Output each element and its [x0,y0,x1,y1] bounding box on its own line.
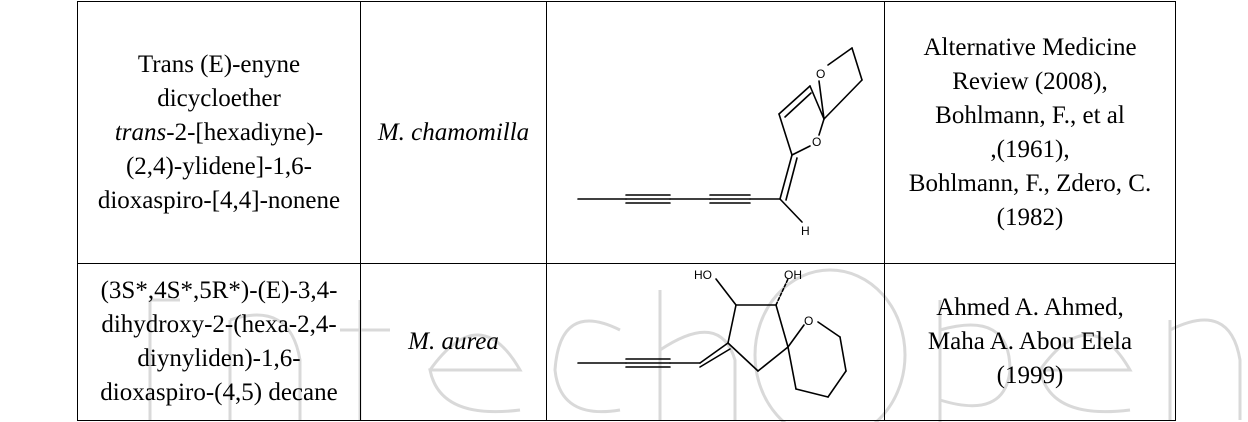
atom-label-hydroxyl: HO [694,268,712,282]
atom-label-hydrogen: H [801,224,810,238]
structure-cell: HO OH O [546,263,885,421]
reference-cell: Alternative Medicine Review (2008), Bohl… [884,1,1176,264]
table-row: (3S*,4S*,5R*)-(E)-3,4- dihydroxy-2-(hexa… [77,263,1176,421]
reference-line: ,(1961), [990,135,1070,163]
reference-line: (1999) [996,362,1064,389]
structure-cell: O O H [546,1,885,264]
reference-line: Bohlmann, F., Zdero, C. [908,169,1152,197]
species-name: M. chamomilla [377,118,530,146]
atom-label-hydroxyl: OH [784,268,802,282]
atom-label-oxygen: O [812,135,821,149]
reference-line: Maha A. Abou Elela [927,328,1133,355]
compound-name-line: dioxaspiro-[4,4]-nonene [97,186,341,214]
reference-line: (1982) [996,203,1064,231]
atom-label-oxygen: O [816,67,825,81]
chemical-structure-spiro-nonene: O O H [576,46,863,238]
compound-name-cell: Trans (E)-enyne dicycloether trans-2-[he… [77,1,361,264]
table-row: Trans (E)-enyne dicycloether trans-2-[he… [77,1,1176,264]
species-name: M. aurea [408,328,499,355]
compound-name-cell: (3S*,4S*,5R*)-(E)-3,4- dihydroxy-2-(hexa… [77,263,361,421]
compound-name-line: Trans (E)-enyne [137,50,301,78]
reference-line: Alternative Medicine [923,33,1137,61]
compound-name-line: dicycloether [157,84,281,112]
species-cell: M. aurea [360,263,547,421]
atom-label-oxygen: O [804,314,813,328]
compounds-table: Trans (E)-enyne dicycloether trans-2-[he… [77,1,1176,421]
reference-cell: Ahmed A. Ahmed, Maha A. Abou Elela (1999… [884,263,1176,421]
compound-name-line: (2,4)-ylidene]-1,6- [125,152,313,180]
compound-name-line: (3S*,4S*,5R*)-(E)-3,4- [100,277,338,304]
chemical-structure-spiro-decane: HO OH O [576,268,847,398]
compound-name-line: diynyliden)-1,6- [137,345,301,372]
compound-name-line: dioxaspiro-(4,5) decane [100,379,338,406]
reference-line: Review (2008), [952,67,1108,95]
species-cell: M. chamomilla [360,1,547,264]
compound-name-line: trans-2-[hexadiyne)- [114,118,324,146]
reference-line: Bohlmann, F., et al [935,101,1125,129]
reference-line: Ahmed A. Ahmed, [936,294,1124,321]
compound-name-line: dihydroxy-2-(hexa-2,4- [101,311,337,338]
